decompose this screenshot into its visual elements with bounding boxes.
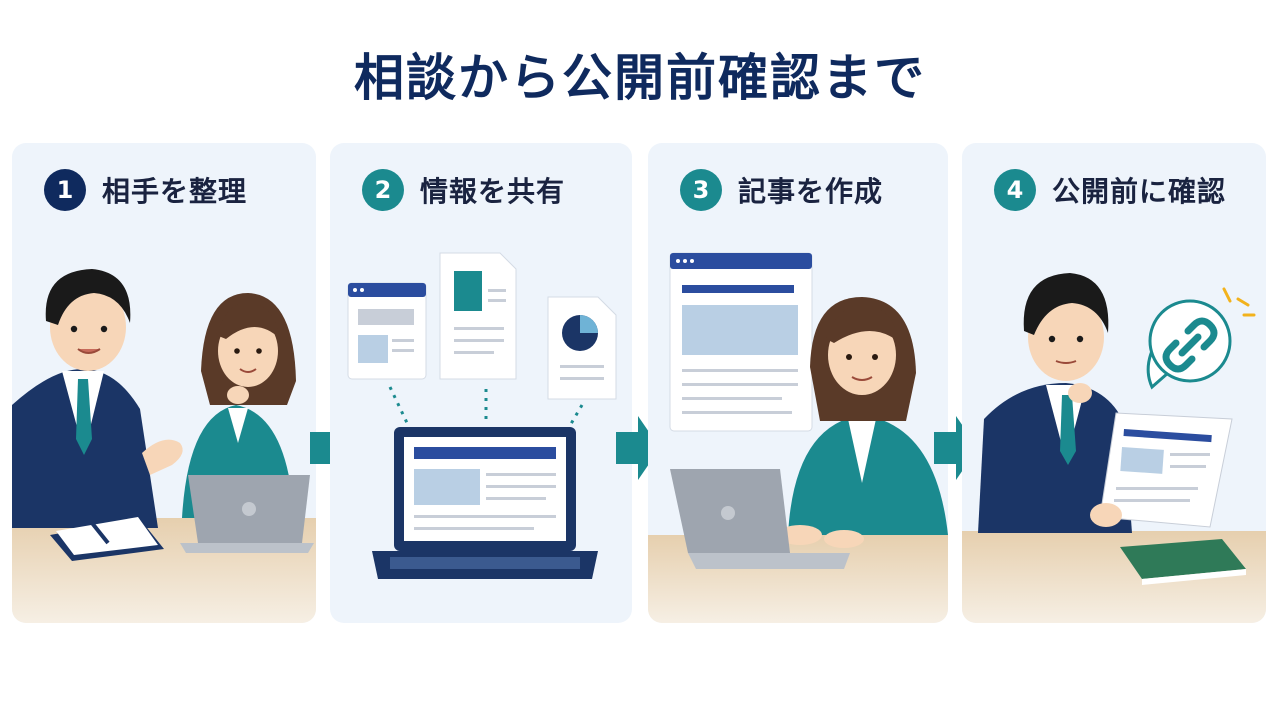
printed-document (1090, 412, 1233, 528)
step-header-4: 4 公開前に確認 (994, 169, 1226, 211)
notebook (50, 517, 164, 561)
step-panel-3: 3 記事を作成 (648, 143, 948, 623)
step-panel-2: 2 情報を共有 (330, 143, 632, 623)
step-panel-1: 1 相手を整理 (12, 143, 316, 623)
step-header-3: 3 記事を作成 (680, 169, 883, 211)
step-label: 情報を共有 (420, 175, 566, 208)
step-header-1: 1 相手を整理 (44, 169, 247, 211)
step-panel-4: 4 公開前に確認 (962, 143, 1266, 623)
page-title: 相談から公開前確認まで (354, 49, 926, 107)
woman-figure (778, 297, 948, 548)
link-speech-bubble (1146, 287, 1256, 390)
laptop-navy (372, 427, 598, 579)
man-figure (12, 269, 183, 528)
laptop-gray (180, 475, 314, 553)
step-4-illustration (962, 273, 1266, 623)
step-number-badge: 4 (994, 169, 1036, 211)
step-number-badge: 2 (362, 169, 404, 211)
green-book (1120, 539, 1246, 585)
step-label: 公開前に確認 (1052, 175, 1227, 208)
step-1-illustration (12, 269, 316, 623)
step-number-badge: 1 (44, 169, 86, 211)
step-number-badge: 3 (680, 169, 722, 211)
step-2-illustration (347, 252, 617, 579)
browser-document-icon (347, 282, 427, 380)
step-header-2: 2 情報を共有 (362, 169, 565, 211)
article-window (669, 252, 813, 432)
laptop-gray (670, 469, 850, 569)
man-figure (978, 273, 1132, 533)
step-label: 相手を整理 (102, 175, 248, 208)
step-label: 記事を作成 (738, 175, 884, 208)
connection-dots (388, 386, 584, 430)
pie-chart-document-icon (547, 296, 617, 400)
step-3-illustration (648, 252, 948, 623)
building-document-icon (439, 252, 517, 380)
link-icon (1162, 317, 1218, 373)
